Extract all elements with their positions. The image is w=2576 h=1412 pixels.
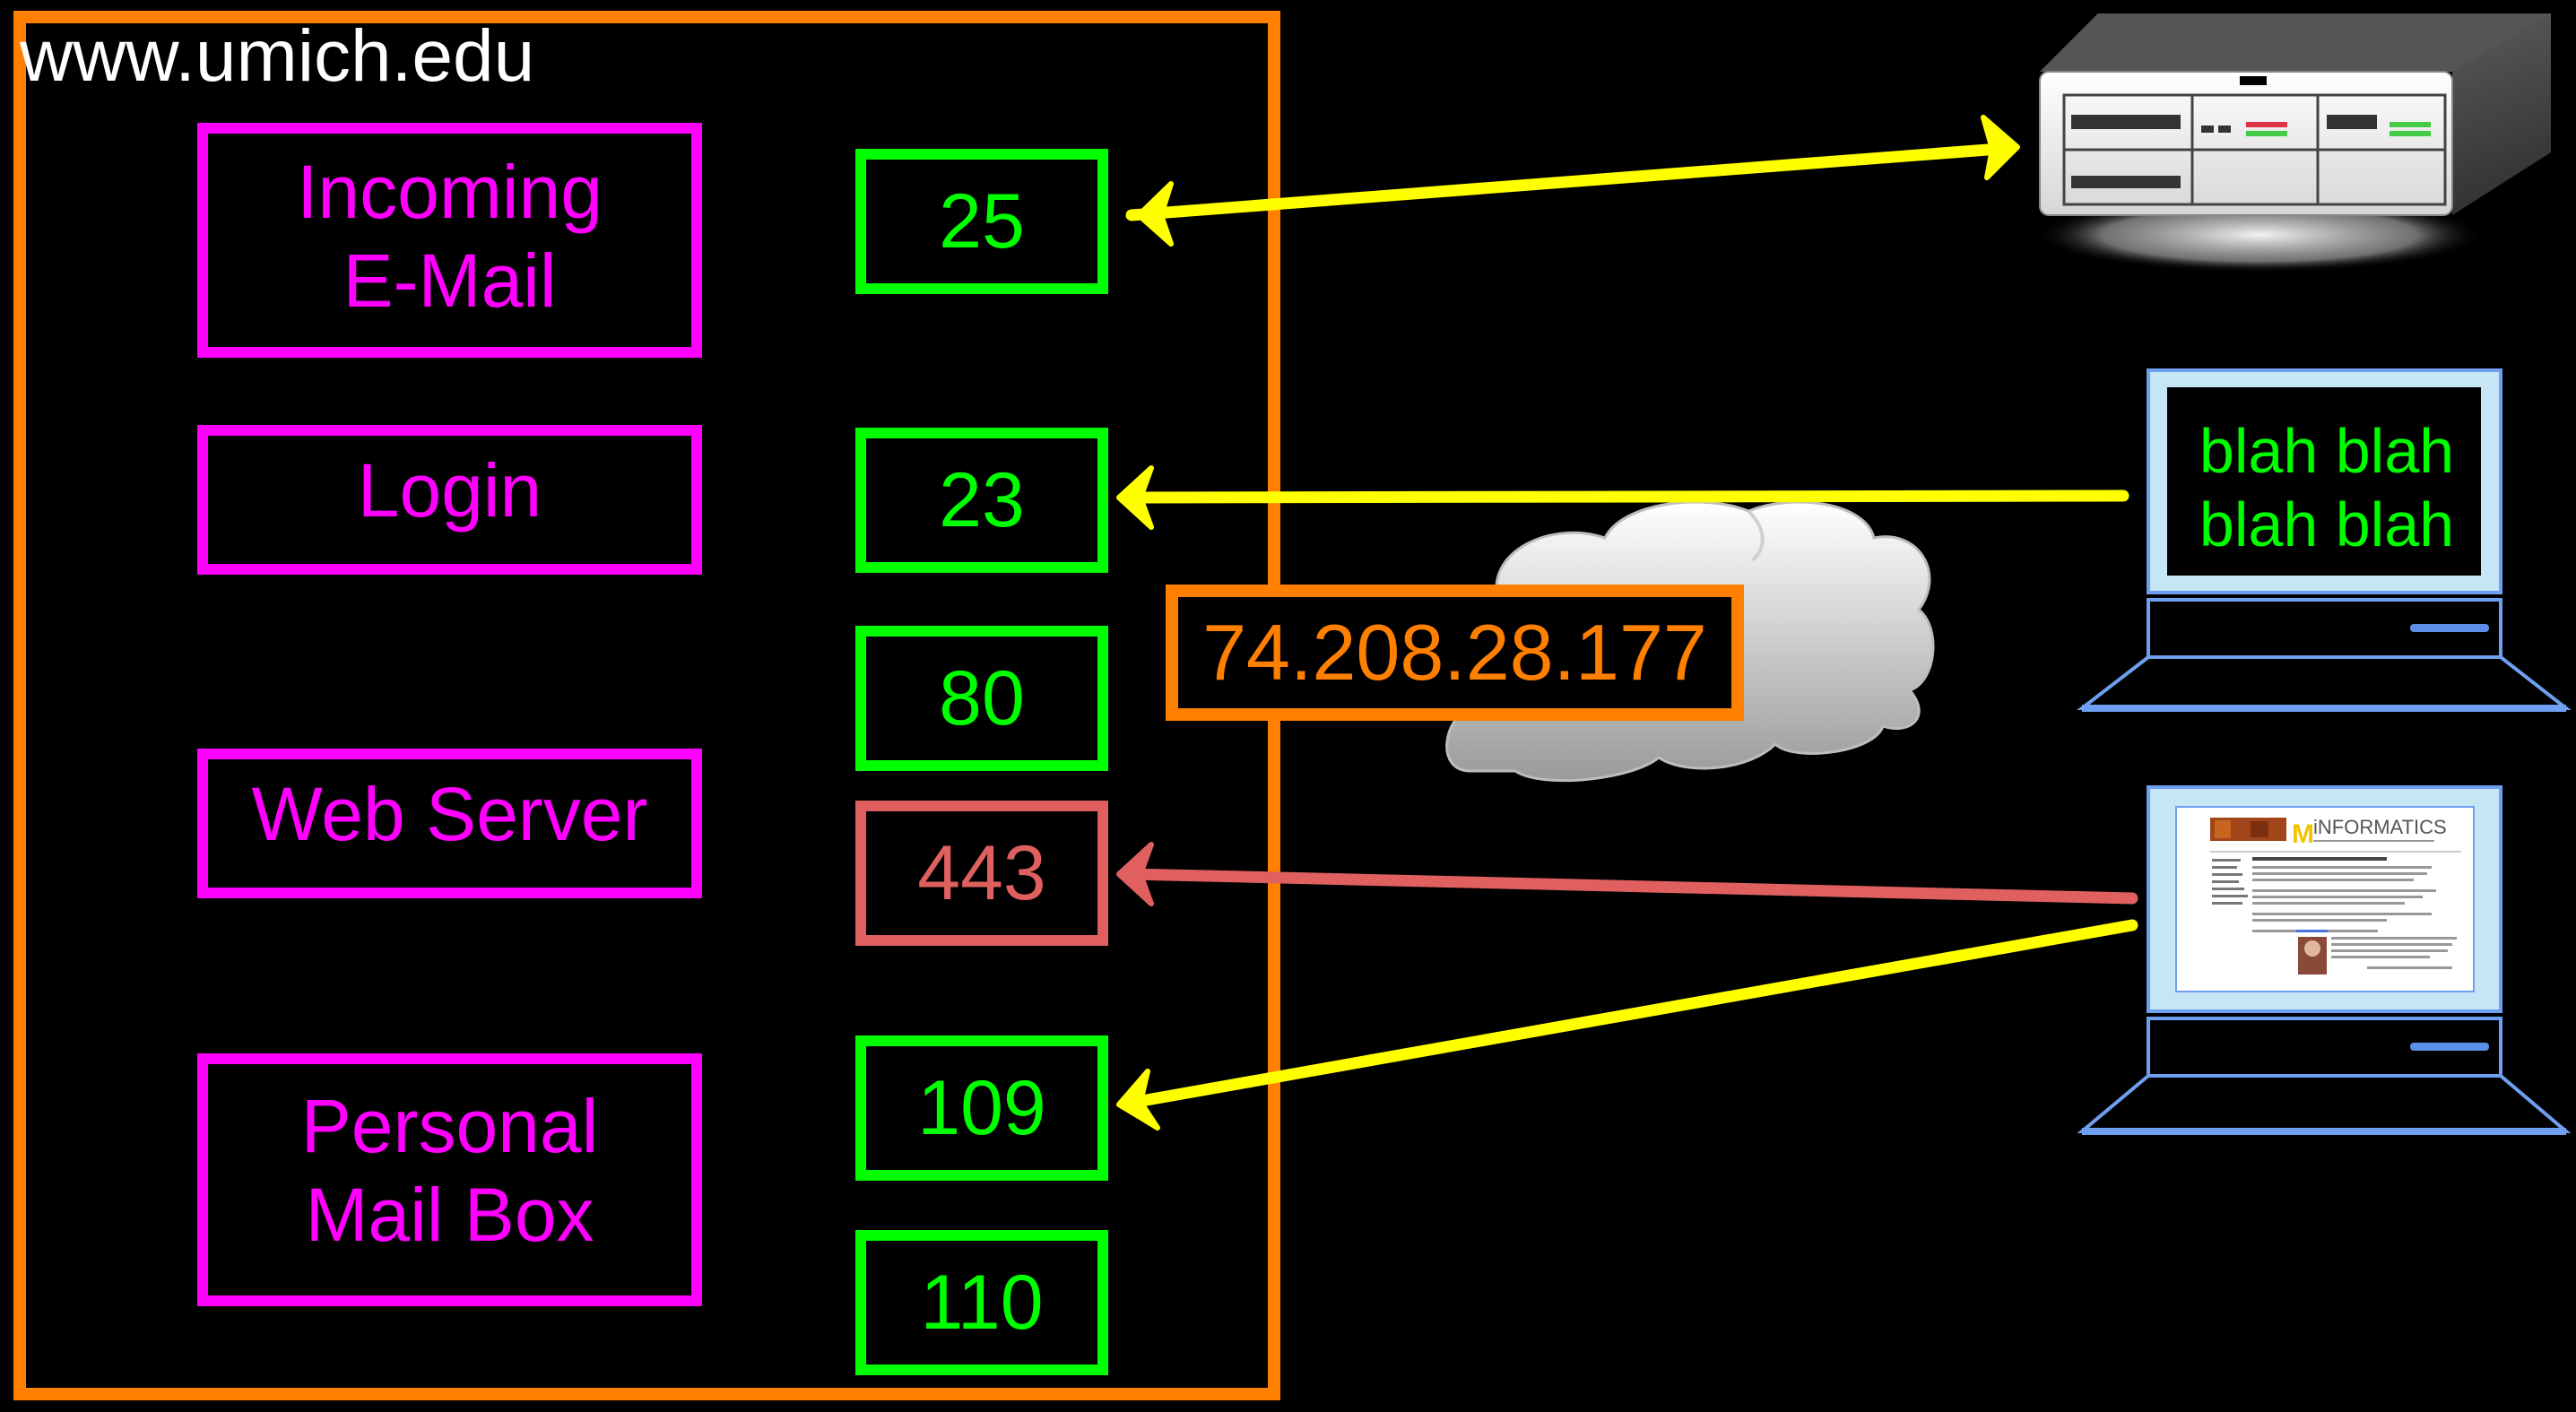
port-23: 23 [855, 428, 1108, 573]
service-login: Login [197, 425, 702, 575]
host-label: www.umich.edu [20, 15, 535, 97]
service-label-line: Incoming [297, 150, 603, 234]
port-443: 443 [855, 801, 1108, 946]
port-109: 109 [855, 1035, 1108, 1181]
connection-arrows [1116, 115, 2138, 1130]
server-boundary [13, 11, 1280, 1400]
arrow-terminal-port23 [1116, 465, 2129, 530]
arrow-browser-port109 [1116, 919, 2138, 1130]
ip-address-label: 74.208.28.177 [1166, 585, 1744, 721]
terminal-laptop-icon: blah blah blah blah [2077, 368, 2572, 712]
port-80: 80 [855, 626, 1108, 771]
webpage-thumbnail: M iNFORMATICS [2210, 816, 2461, 975]
service-label-line: Mail Box [305, 1173, 594, 1258]
webpage-logo-letter: M [2292, 819, 2314, 849]
router-icon [2035, 13, 2551, 273]
browser-laptop-icon: M iNFORMATICS [2077, 785, 2572, 1135]
service-label-line: Personal [300, 1084, 599, 1168]
service-label-line: Web Server [251, 772, 648, 856]
service-incoming-email: Incoming E-Mail [197, 123, 702, 358]
arrow-port25-router [1125, 115, 2020, 247]
terminal-screen-line: blah blah [2199, 416, 2454, 486]
service-label-line: E-Mail [343, 238, 557, 324]
service-web-server: Web Server [197, 749, 702, 898]
arrow-browser-port443 [1116, 842, 2138, 906]
webpage-site-name: iNFORMATICS [2313, 816, 2447, 838]
terminal-screen-line: blah blah [2199, 489, 2454, 559]
port-110: 110 [855, 1230, 1108, 1375]
service-personal-mailbox: Personal Mail Box [197, 1053, 702, 1306]
port-25: 25 [855, 149, 1108, 294]
service-label-line: Login [357, 448, 542, 533]
